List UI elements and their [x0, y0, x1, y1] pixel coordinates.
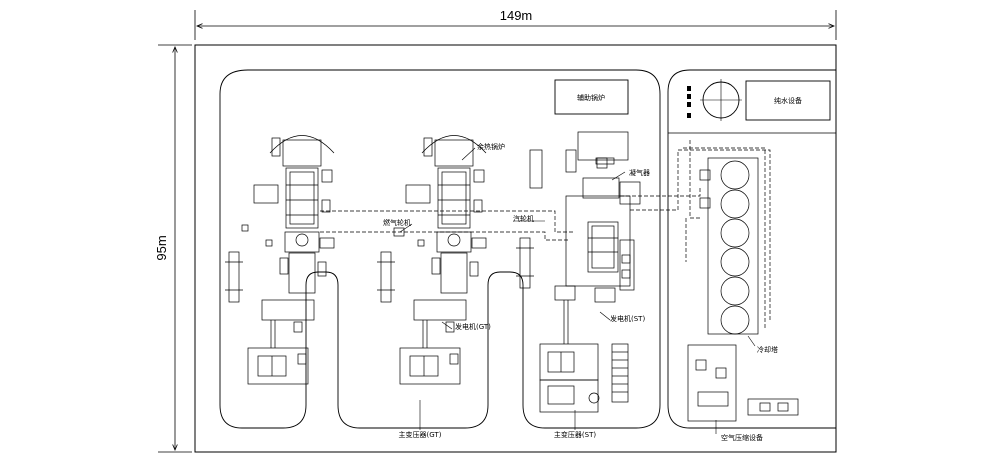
- main-transformer-gt-label: 主变压器(GT): [399, 430, 442, 439]
- road-outline-east: [667, 69, 836, 429]
- cooling-tower-label: 冷却塔: [757, 345, 778, 354]
- hrsg-label: 余热锅炉: [477, 142, 505, 151]
- generator-st-label: 发电机(ST): [610, 314, 645, 323]
- width-dimension: 149m: [194, 8, 837, 40]
- air-compressor-equipment: [687, 344, 799, 422]
- main-transformer-st-label: 主变压器(ST): [554, 430, 596, 439]
- site-boundary: [194, 44, 837, 453]
- condenser-label: 凝气器: [629, 168, 650, 177]
- water-tank: [700, 79, 742, 121]
- road-outline-main: [219, 69, 661, 429]
- pure-water-label: 纯水设备: [774, 96, 802, 105]
- aux-boiler: 辅助锅炉: [554, 79, 629, 115]
- steam-turbine-label: 汽轮机: [513, 214, 534, 223]
- cooling-tower: [699, 157, 759, 335]
- width-dimension-label: 149m: [500, 8, 533, 23]
- gt-unit-1: [225, 135, 335, 385]
- generator-gt-label: 发电机(GT): [455, 322, 491, 331]
- steam-pipes: [320, 140, 771, 330]
- height-dimension-label: 95m: [154, 235, 169, 260]
- aux-boiler-label: 辅助锅炉: [577, 93, 605, 102]
- pure-water-equipment: 纯水设备: [745, 80, 831, 121]
- height-dimension: 95m: [154, 44, 192, 453]
- leader-lines: [399, 147, 756, 434]
- gas-turbine-label: 燃气轮机: [383, 218, 411, 227]
- gt-unit-2: [377, 135, 487, 385]
- pump-group: [687, 86, 691, 118]
- air-compressor-label: 空气压缩设备: [721, 433, 763, 442]
- st-unit: [516, 131, 641, 413]
